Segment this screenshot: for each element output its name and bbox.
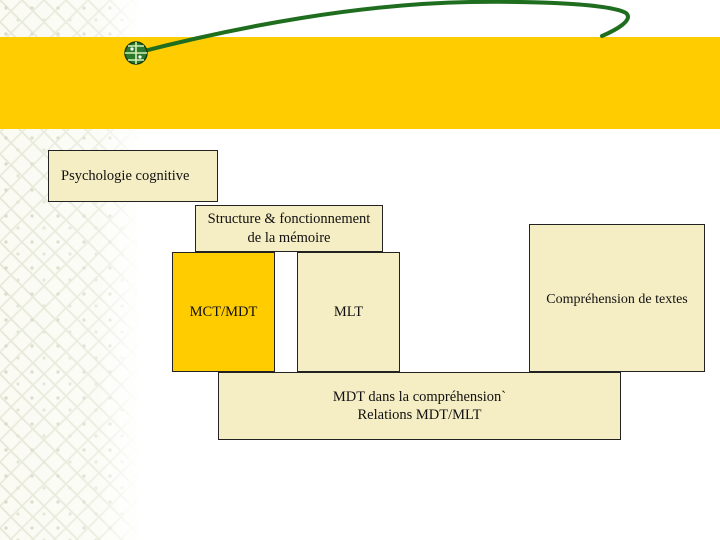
green-swoosh-line xyxy=(134,0,630,55)
box-mlt-label: MLT xyxy=(333,303,364,320)
box-mdt-label: MDT dans la compréhension` Relations MDT… xyxy=(332,388,507,423)
box-mct-mdt: MCT/MDT xyxy=(172,252,275,372)
title-band xyxy=(0,37,720,129)
box-psychologie-label: Psychologie cognitive xyxy=(61,167,190,184)
green-globe-icon xyxy=(124,41,148,65)
box-structure-label: Structure & fonctionnement de la mémoire xyxy=(207,211,371,246)
box-mlt: MLT xyxy=(297,252,400,372)
box-comprehension-textes: Compréhension de textes xyxy=(529,224,705,372)
box-comprehension-label: Compréhension de textes xyxy=(546,292,688,307)
box-mct-label: MCT/MDT xyxy=(189,303,258,320)
box-structure-memoire: Structure & fonctionnement de la mémoire xyxy=(195,205,383,252)
header-decoration xyxy=(124,0,630,65)
box-mdt-comprehension: MDT dans la compréhension` Relations MDT… xyxy=(218,372,621,440)
box-psychologie-cognitive: Psychologie cognitive xyxy=(48,150,218,202)
